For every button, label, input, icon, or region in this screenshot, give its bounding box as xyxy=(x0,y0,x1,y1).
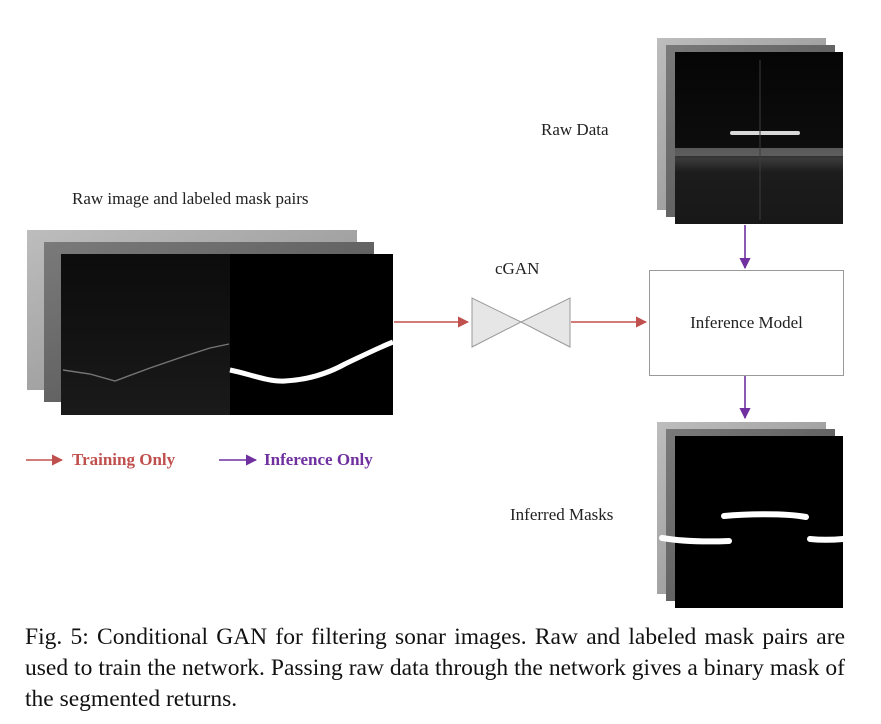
inferred-mask-upper-segment xyxy=(721,511,809,520)
raw-data-bright-return xyxy=(730,131,800,135)
raw-data-stack xyxy=(657,38,843,224)
cgan-block xyxy=(471,297,571,348)
inferred-masks-label: Inferred Masks xyxy=(510,505,614,524)
label-mask-line xyxy=(229,339,394,384)
inferred-mask-left-segment xyxy=(659,535,732,545)
cgan-encoder-triangle xyxy=(471,297,523,348)
raw-sonar-image xyxy=(61,254,230,415)
inference-model-box: Inference Model xyxy=(649,270,844,376)
legend-training-label: Training Only xyxy=(72,450,176,469)
inferred-mask-image xyxy=(675,436,843,608)
training-pairs-stack xyxy=(27,230,394,415)
figure-caption: Fig. 5: Conditional GAN for filtering so… xyxy=(25,624,845,712)
inferred-mask-right-segment xyxy=(807,536,846,543)
raw-data-seafloor-band xyxy=(675,148,843,156)
pairs-label: Raw image and labeled mask pairs xyxy=(72,189,309,208)
cgan-label: cGAN xyxy=(495,259,540,278)
raw-data-image xyxy=(675,52,843,224)
inferred-masks-stack xyxy=(657,422,846,608)
cgan-decoder-triangle xyxy=(519,297,571,348)
raw-data-label: Raw Data xyxy=(541,120,609,139)
legend-inference-label: Inference Only xyxy=(264,450,373,469)
label-mask-image xyxy=(230,254,393,415)
raw-sonar-return xyxy=(62,343,230,382)
inference-model-label: Inference Model xyxy=(690,313,803,332)
